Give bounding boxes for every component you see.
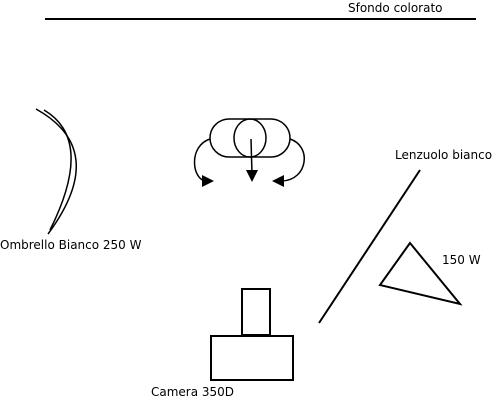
umbrella-label: Ombrello Bianco 250 W: [0, 238, 142, 252]
backdrop-label: Sfondo colorato: [348, 1, 443, 15]
light-150w-label: 150 W: [442, 253, 481, 267]
white-sheet-label: Lenzuolo bianco: [395, 148, 492, 162]
camera-shape: [210, 288, 294, 381]
white-sheet-line: [318, 169, 421, 324]
umbrella-shape: [35, 108, 78, 235]
subject-figure: [193, 118, 305, 187]
light-150w-shape: [378, 241, 463, 306]
camera-label: Camera 350D: [151, 385, 234, 399]
